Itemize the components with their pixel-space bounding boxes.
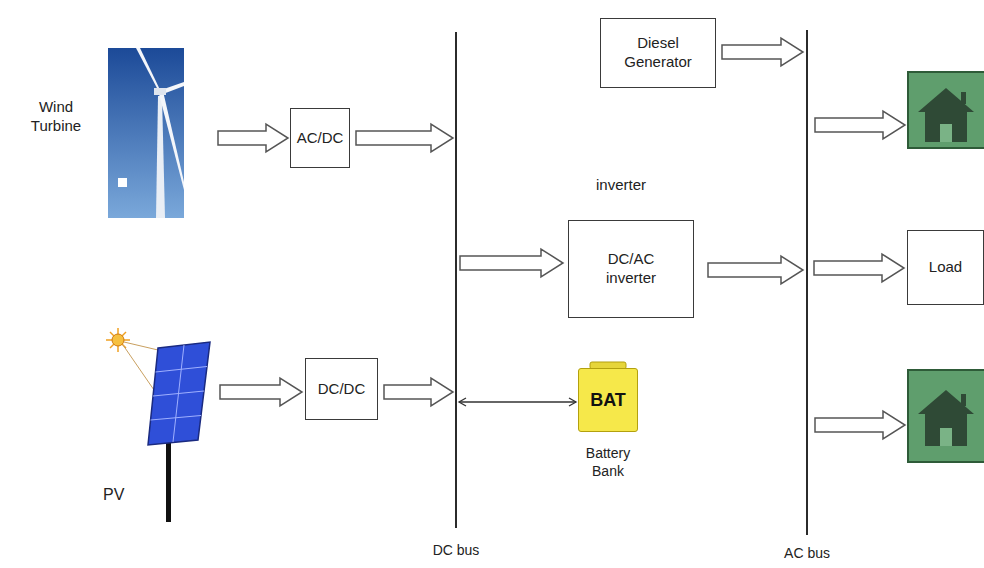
connector — [356, 124, 453, 152]
block-arrow — [460, 249, 563, 277]
connector — [459, 398, 576, 406]
grid-line — [151, 416, 202, 421]
connector — [708, 256, 803, 284]
roof — [918, 390, 974, 414]
battery-bank: BATBattery Bank — [578, 368, 638, 432]
house-body — [925, 414, 967, 446]
block-arrow — [220, 378, 302, 406]
block-arrow — [814, 254, 904, 282]
node-label: DC/AC inverter — [595, 250, 667, 288]
inverter-box: DC/AC inverter — [568, 220, 694, 318]
block-arrow — [815, 111, 905, 139]
sun — [112, 334, 124, 346]
wind-turbine-photo — [108, 48, 184, 218]
post — [166, 436, 171, 522]
blade — [159, 91, 184, 190]
door — [940, 124, 952, 142]
roof — [918, 88, 974, 112]
node-label: DC/DC — [318, 380, 366, 399]
connector — [384, 378, 453, 406]
inverter-heading: inverter — [596, 176, 646, 195]
tower — [156, 96, 165, 218]
wind-turbine: Wind Turbine — [20, 48, 184, 218]
block-arrow — [384, 378, 453, 406]
node-label: BAT — [590, 389, 626, 412]
arrow-head — [459, 398, 466, 406]
house-icon — [908, 370, 984, 462]
connector — [460, 249, 563, 277]
marker — [118, 178, 127, 187]
dc-bus: DC bus — [455, 32, 457, 528]
node-label: AC/DC — [297, 129, 344, 148]
block-arrow — [356, 124, 453, 152]
panel-grid — [151, 345, 208, 442]
node-label: DC bus — [433, 542, 480, 560]
ac-bus: AC bus — [806, 30, 808, 535]
connector — [722, 38, 803, 66]
sun-rays — [106, 328, 130, 352]
panel — [148, 342, 210, 445]
connector — [218, 124, 288, 152]
door — [940, 428, 952, 446]
house-ground — [908, 72, 984, 148]
node-label: Diesel Generator — [612, 34, 704, 72]
house-arrows — [815, 111, 905, 439]
block-arrow — [722, 38, 803, 66]
chimney — [961, 92, 966, 104]
blade — [136, 48, 162, 94]
house-body — [925, 112, 967, 142]
node-label: Wind Turbine — [20, 98, 92, 136]
node-caption: Battery Bank — [571, 445, 645, 480]
sky — [108, 48, 184, 218]
block-arrow — [218, 124, 288, 152]
house-icon — [908, 72, 984, 148]
node-label: AC bus — [784, 545, 830, 563]
connector — [814, 254, 904, 282]
node-label: Load — [929, 258, 962, 277]
pv-array: PV — [95, 325, 215, 525]
arrow-head — [569, 398, 576, 406]
generator-box: Diesel Generator — [600, 18, 716, 88]
connector — [220, 378, 302, 406]
node-label: PV — [103, 485, 124, 505]
grid-line — [156, 367, 208, 373]
grid-line — [153, 391, 204, 396]
chimney — [961, 394, 966, 406]
sun-beam — [123, 345, 154, 390]
converter-box: AC/DC — [290, 108, 350, 168]
converter-box: DC/DC — [305, 358, 378, 420]
house-ground — [908, 370, 984, 462]
sun-beam — [124, 342, 158, 350]
nacelle — [154, 88, 166, 95]
load-box: Load — [907, 230, 984, 305]
block-arrow — [708, 256, 803, 284]
connector-line — [459, 401, 576, 402]
block-arrow — [815, 411, 905, 439]
